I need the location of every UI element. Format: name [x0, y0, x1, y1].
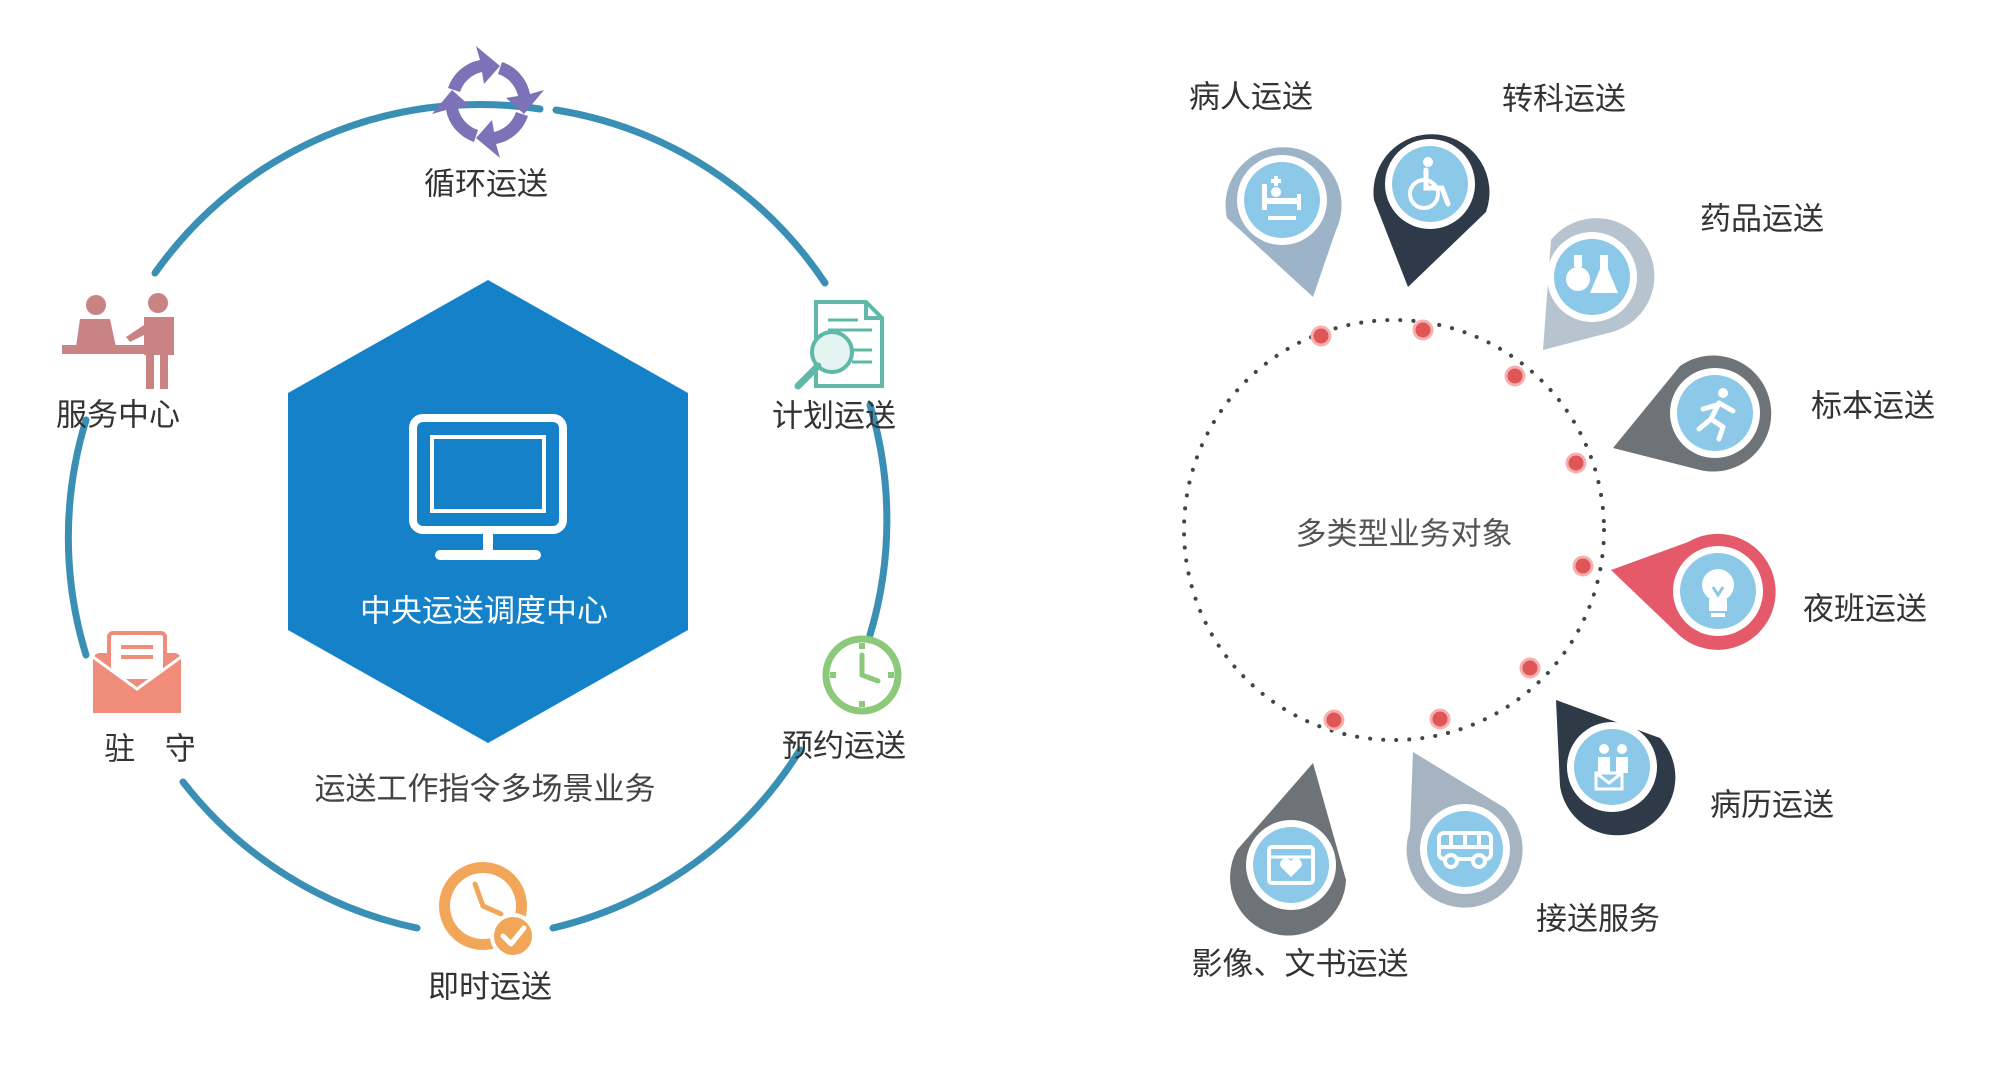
- browser-heart-icon: [1267, 845, 1315, 885]
- flask-icon: [1566, 255, 1618, 293]
- node-label-appoint: 预约运送: [782, 728, 906, 765]
- pin-label-imaging: 影像、文书运送: [1191, 946, 1409, 983]
- clock-check-icon: [439, 862, 536, 959]
- pin-imaging: [1230, 763, 1346, 936]
- records-icon: [1594, 744, 1628, 791]
- node-label-instant: 即时运送: [428, 969, 552, 1006]
- connector-dots: [1310, 319, 1594, 731]
- document-magnifier-icon: [794, 300, 884, 390]
- hospital-bed-icon: [1262, 176, 1301, 220]
- pin-label-specimen: 标本运送: [1811, 388, 1935, 425]
- pin-night: [1611, 533, 1776, 650]
- node-label-station: 驻 守: [104, 731, 196, 768]
- pin-patient: [1225, 147, 1342, 297]
- monitor-icon: [409, 414, 567, 560]
- center-label: 多类型业务对象: [1295, 516, 1513, 553]
- hub-title: 中央运送调度中心: [360, 593, 608, 630]
- pin-label-patient: 病人运送: [1189, 79, 1313, 116]
- wheelchair-icon: [1408, 157, 1451, 210]
- service-desk-icon: [62, 293, 174, 389]
- pin-label-transfer: 转科运送: [1502, 81, 1626, 118]
- pin-specimen: [1613, 355, 1772, 472]
- pin-label-shuttle: 接送服务: [1536, 901, 1660, 938]
- envelope-icon: [92, 631, 182, 713]
- node-label-plan: 计划运送: [772, 398, 896, 435]
- pin-label-record: 病历运送: [1710, 787, 1834, 824]
- lightbulb-icon: [1702, 569, 1734, 617]
- pin-label-night: 夜班运送: [1803, 591, 1927, 628]
- pin-shuttle: [1406, 752, 1523, 908]
- node-label-cycle: 循环运送: [424, 166, 548, 203]
- pin-transfer: [1373, 134, 1490, 287]
- pin-label-drug: 药品运送: [1700, 201, 1824, 238]
- van-icon: [1437, 831, 1493, 869]
- scenario-subtitle: 运送工作指令多场景业务: [314, 771, 656, 808]
- clock-icon: [822, 635, 902, 715]
- pin-record: [1556, 700, 1676, 836]
- cycle-arrows-icon: [432, 46, 544, 158]
- runner-icon: [1696, 388, 1736, 442]
- pin-drug: [1543, 218, 1655, 350]
- scenario-ring: [64, 100, 891, 932]
- node-label-service: 服务中心: [56, 397, 180, 434]
- dotted-ring: [1182, 318, 1606, 742]
